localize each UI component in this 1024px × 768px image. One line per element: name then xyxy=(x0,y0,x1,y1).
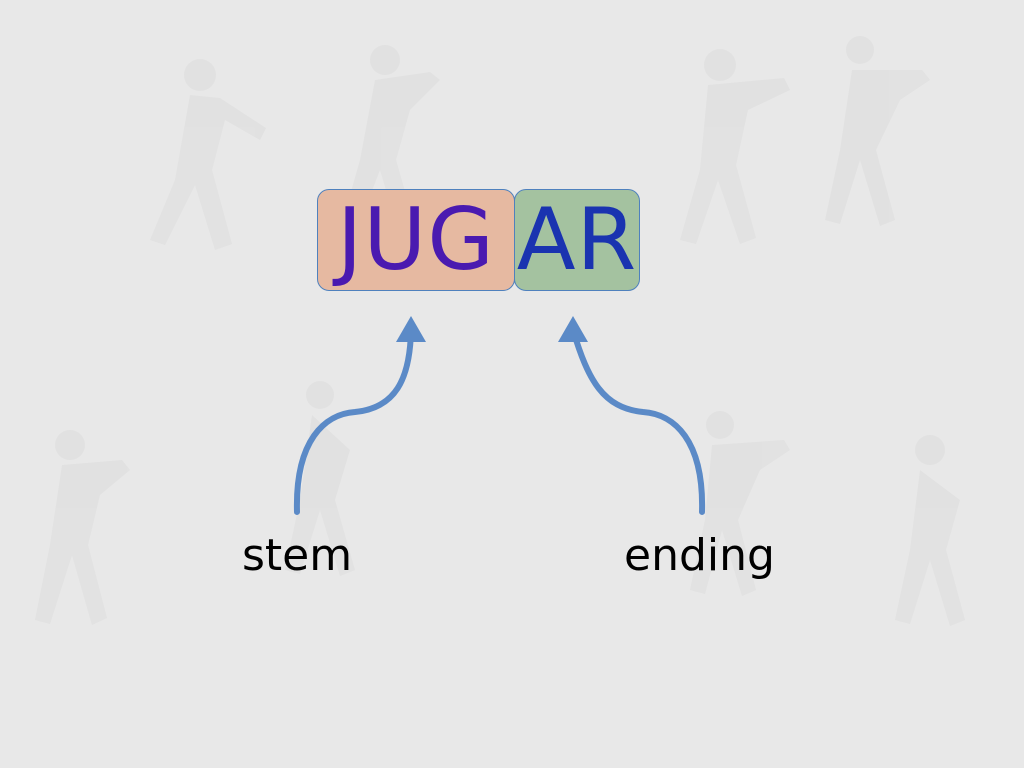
ending-arrow xyxy=(570,327,706,515)
stem-text: JUG xyxy=(337,190,495,290)
stem-label: stem xyxy=(242,530,353,581)
stem-arrowhead-icon xyxy=(396,316,426,342)
ending-box: AR xyxy=(514,189,640,291)
ending-arrowhead-icon xyxy=(558,316,588,342)
ending-label: ending xyxy=(624,530,775,581)
stem-box: JUG xyxy=(317,189,515,291)
ending-text: AR xyxy=(516,190,638,290)
stem-arrow xyxy=(293,327,414,515)
